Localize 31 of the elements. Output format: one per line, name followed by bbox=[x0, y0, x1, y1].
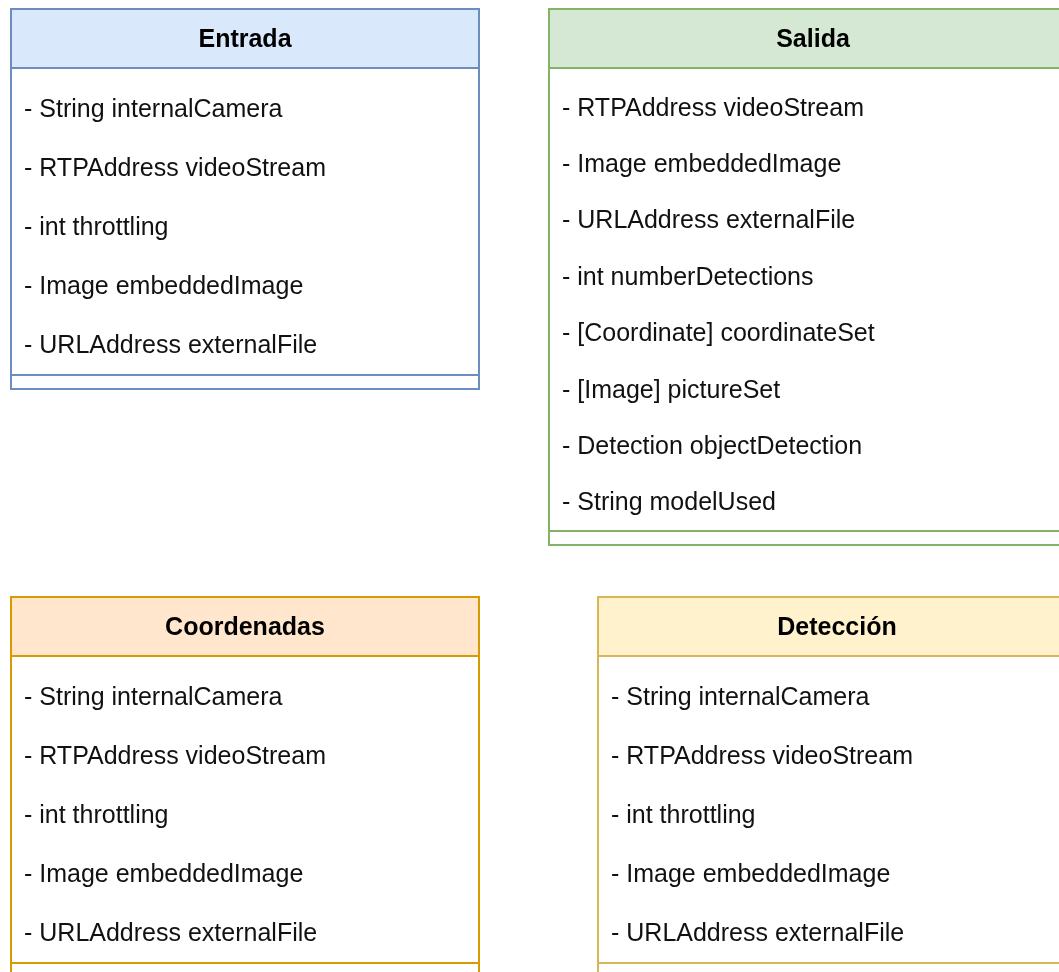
attribute-text: - Image embeddedImage bbox=[611, 859, 891, 888]
attribute-text: - [Coordinate] coordinateSet bbox=[562, 318, 875, 348]
attribute-text: - RTPAddress videoStream bbox=[562, 92, 864, 122]
attribute-text: - URLAddress externalFile bbox=[24, 330, 318, 359]
attribute-text: - String internalCamera bbox=[611, 682, 870, 711]
attribute-text: - [Image] pictureSet bbox=[562, 374, 781, 404]
attribute-text: - int throttling bbox=[24, 212, 169, 241]
class-box bbox=[10, 596, 480, 972]
attribute-text: - URLAddress externalFile bbox=[24, 918, 318, 947]
attribute-text: - Image embeddedImage bbox=[562, 149, 842, 179]
attribute-text: - Image embeddedImage bbox=[24, 271, 304, 300]
class-name: Salida bbox=[776, 24, 850, 53]
attribute-text: - Detection objectDetection bbox=[562, 431, 863, 461]
attribute-text: - Image embeddedImage bbox=[24, 859, 304, 888]
attribute-text: - int throttling bbox=[24, 800, 169, 829]
attribute-text: - int numberDetections bbox=[562, 261, 814, 291]
attribute-text: - RTPAddress videoStream bbox=[24, 741, 326, 770]
attribute-text: - URLAddress externalFile bbox=[611, 918, 905, 947]
class-name: Coordenadas bbox=[165, 612, 325, 641]
class-box bbox=[597, 596, 1059, 972]
attribute-text: - String modelUsed bbox=[562, 487, 776, 517]
attribute-text: - String internalCamera bbox=[24, 682, 283, 711]
attribute-text: - URLAddress externalFile bbox=[562, 205, 856, 235]
attribute-text: - RTPAddress videoStream bbox=[611, 741, 913, 770]
attribute-text: - int throttling bbox=[611, 800, 756, 829]
class-box bbox=[10, 8, 480, 390]
class-name: Detección bbox=[777, 612, 897, 641]
attribute-text: - RTPAddress videoStream bbox=[24, 153, 326, 182]
attribute-text: - String internalCamera bbox=[24, 94, 283, 123]
class-box bbox=[548, 8, 1059, 547]
class-name: Entrada bbox=[198, 24, 292, 53]
